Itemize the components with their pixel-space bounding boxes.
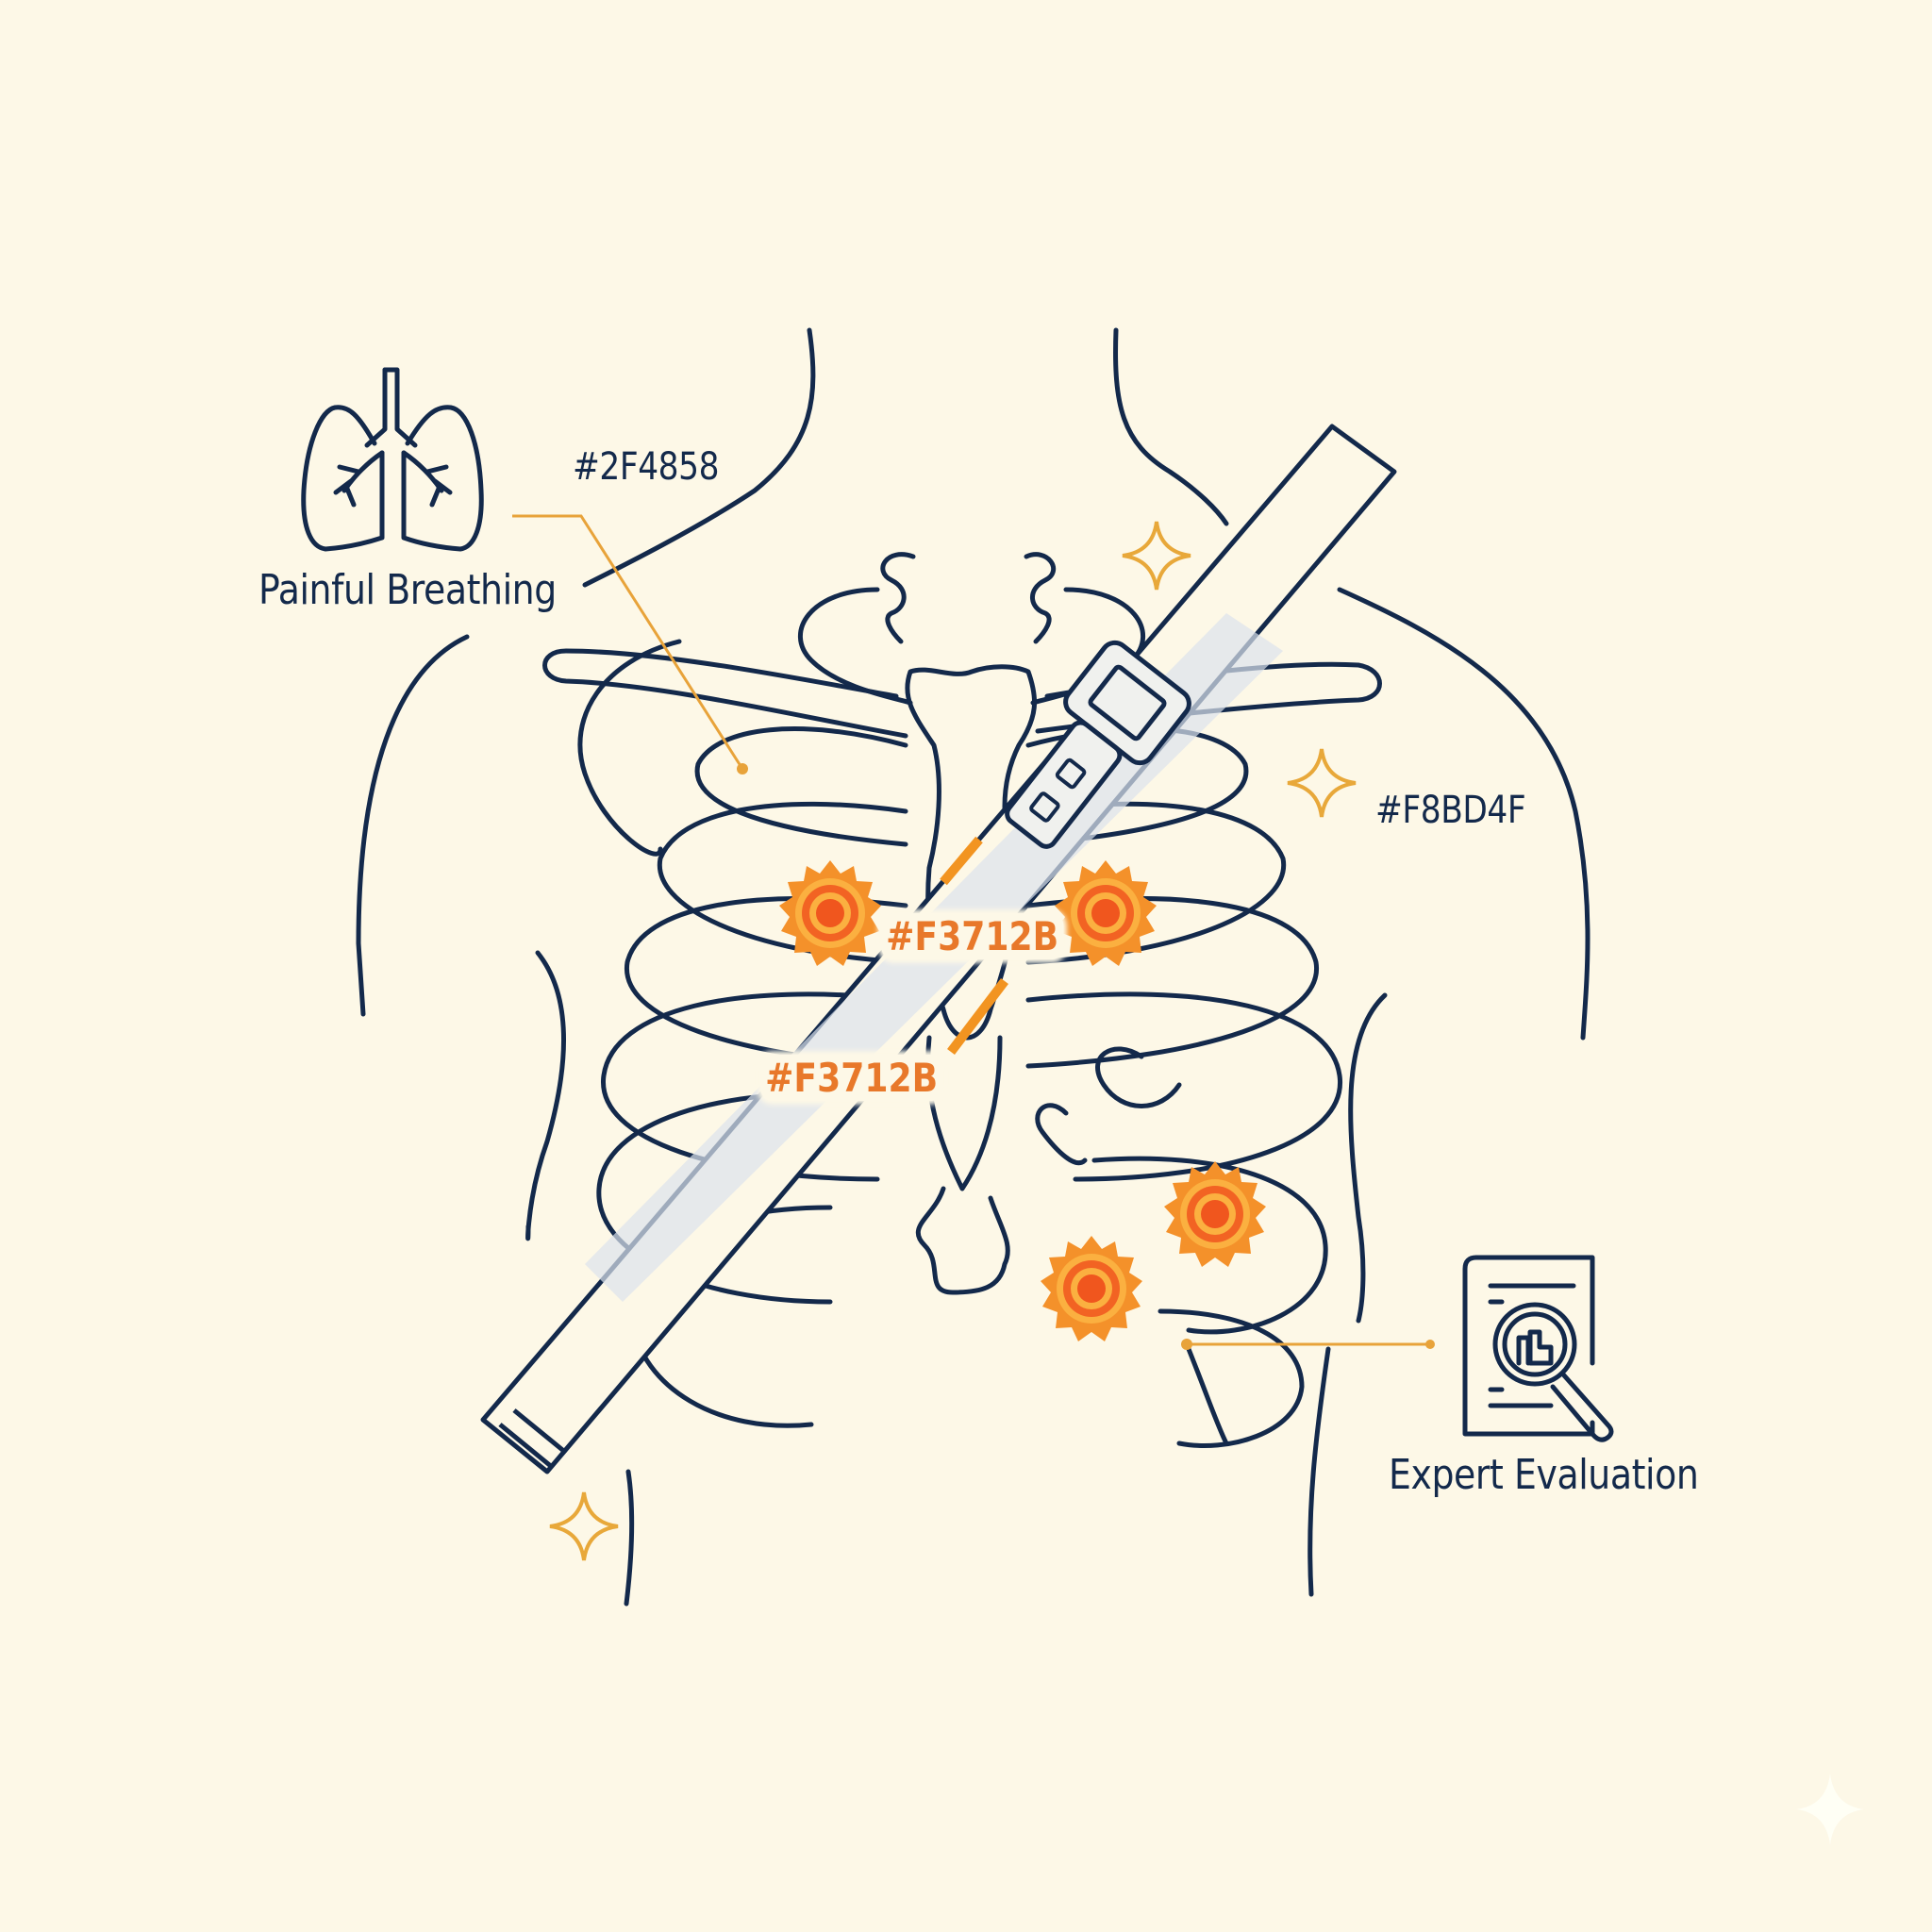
pain-burst-icon (1041, 1236, 1142, 1341)
sparkle-icon (1286, 747, 1357, 819)
pain-burst-icon (1164, 1161, 1266, 1267)
report-caption: Expert Evaluation (1389, 1451, 1699, 1499)
color-tag-lower: #F3712B (760, 1055, 943, 1101)
color-tag-upper: #F3712B (881, 913, 1064, 959)
body-outline (356, 327, 1591, 1607)
color-label-right: #F8BD4F (1375, 789, 1526, 832)
sparkle-icon (548, 1491, 620, 1562)
faint-sparkle-icon (1796, 1774, 1864, 1845)
sparkle-icon (1121, 520, 1192, 591)
report-magnifier-icon (1462, 1255, 1614, 1442)
lungs-icon (301, 367, 484, 552)
color-label-top: #2F4858 (573, 445, 720, 489)
lungs-caption: Painful Breathing (258, 566, 557, 614)
